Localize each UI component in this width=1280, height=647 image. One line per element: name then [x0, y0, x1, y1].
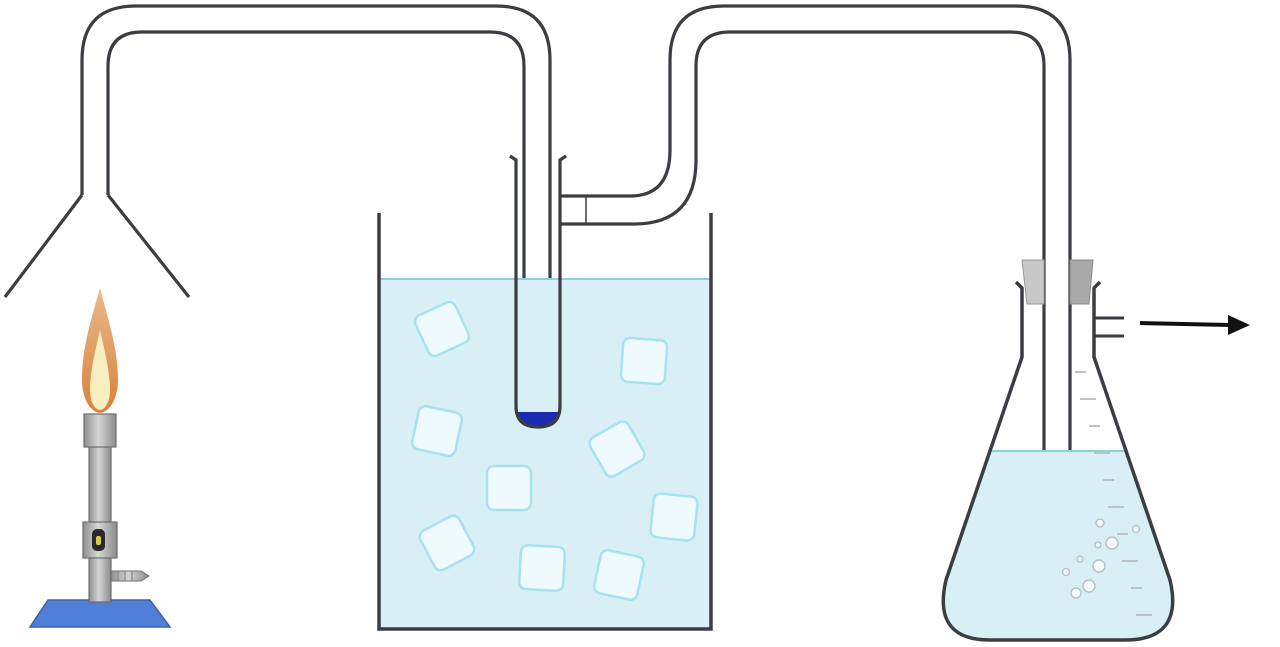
flame-inner	[90, 330, 110, 410]
air-hole-light	[96, 536, 101, 545]
ice-cube	[413, 300, 471, 358]
ice-cube	[592, 548, 646, 602]
ice-cube	[588, 420, 646, 478]
burner-collar	[83, 413, 117, 448]
delivery-tube-right	[586, 4, 1072, 550]
side-arm	[560, 194, 586, 226]
stopper	[1021, 259, 1094, 305]
conical-flask	[941, 259, 1175, 642]
bubble	[1105, 536, 1119, 550]
graduation-marks	[1075, 371, 1152, 616]
bubble	[1092, 559, 1106, 573]
condensed-liquid	[517, 412, 559, 427]
outlet-arrow	[1139, 315, 1250, 335]
bubble	[1131, 524, 1141, 534]
bunsen-burner	[28, 288, 172, 628]
bubble	[1076, 555, 1084, 563]
bubble	[1061, 567, 1071, 577]
gas-inlet	[110, 570, 150, 582]
flask-water	[943, 451, 1173, 640]
ice-cube	[517, 543, 567, 593]
burner-base	[28, 599, 172, 628]
test-tube-outline	[509, 154, 567, 429]
ice-cubes	[410, 300, 699, 602]
ice-cube	[485, 464, 533, 512]
ice-cube	[418, 514, 476, 572]
ice-water-beaker	[377, 213, 713, 631]
flask-outlet	[1094, 316, 1124, 338]
gas-bubbles	[1061, 518, 1141, 599]
bubble	[1082, 579, 1096, 593]
flask-outline	[941, 280, 1175, 642]
bubble	[1070, 587, 1082, 599]
ice-cube	[410, 404, 464, 458]
bubble	[1094, 541, 1102, 549]
ice-cube	[619, 336, 669, 386]
ice-cube	[649, 492, 699, 542]
side-arm-test-tube	[509, 154, 587, 429]
test-tube-fill	[516, 280, 560, 427]
inverted-funnel	[3, 194, 191, 298]
beaker-outline	[377, 213, 713, 631]
delivery-tube-left	[3, 4, 552, 298]
bubble	[1095, 518, 1105, 528]
